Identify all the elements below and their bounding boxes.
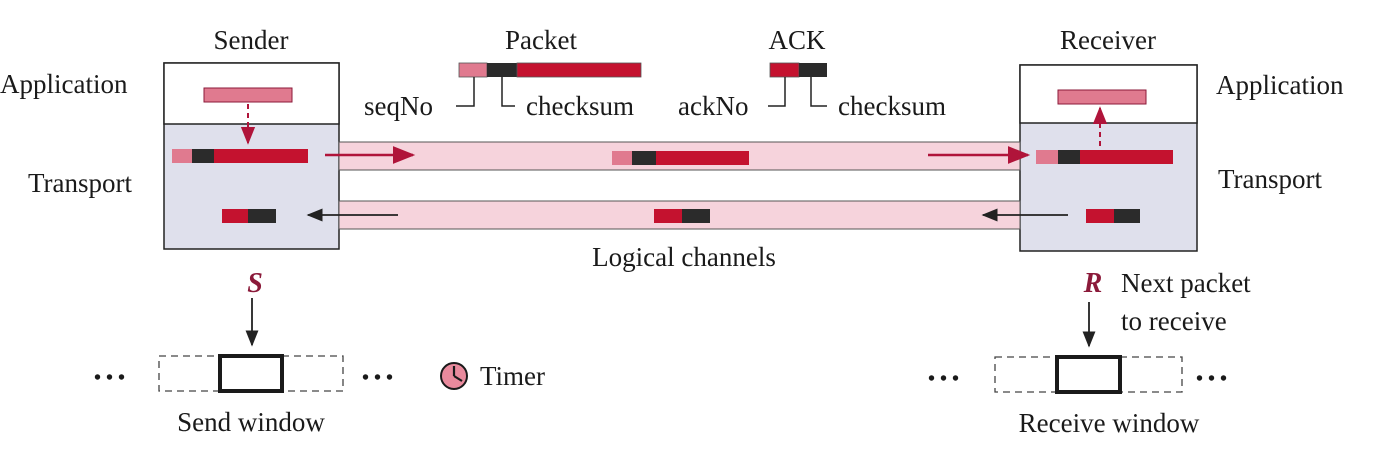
seqno-label: seqNo <box>364 91 433 121</box>
receiver-label: Receiver <box>1060 25 1156 55</box>
channel-packet <box>612 151 749 165</box>
receiver-packet <box>1036 150 1173 164</box>
transport-label-left: Transport <box>28 168 133 198</box>
send-window <box>158 354 344 393</box>
transport-label-right: Transport <box>1218 164 1323 194</box>
ack-label: ACK <box>768 25 826 55</box>
receive-window-dots-left: • • • <box>928 368 959 390</box>
application-label-left: Application <box>0 69 128 99</box>
application-label-right: Application <box>1216 70 1344 100</box>
send-window-label: Send window <box>177 407 325 437</box>
ack-format <box>768 62 827 107</box>
send-base-variable: S <box>247 268 263 299</box>
receive-window <box>994 355 1183 394</box>
sender-app-data <box>203 87 293 103</box>
next-packet-label-line2: to receive <box>1121 306 1227 336</box>
packet-format <box>456 62 642 107</box>
sender-label: Sender <box>214 25 289 55</box>
receive-window-dots-right: • • • <box>1196 368 1227 390</box>
ack-checksum-label: checksum <box>838 91 946 121</box>
logical-channels-label: Logical channels <box>592 242 776 272</box>
ackno-label: ackNo <box>678 91 748 121</box>
receive-window-label: Receive window <box>1019 408 1200 438</box>
send-window-dots-left: • • • <box>94 367 125 389</box>
send-window-dots-right: • • • <box>362 367 393 389</box>
packet-label: Packet <box>505 25 577 55</box>
channel-ack <box>654 209 710 223</box>
receive-base-variable: R <box>1083 268 1103 299</box>
sender-ack <box>222 209 276 223</box>
timer-label: Timer <box>480 361 545 391</box>
receiver-app-data <box>1057 89 1147 105</box>
timer-icon <box>440 362 468 390</box>
packet-checksum-label: checksum <box>526 91 634 121</box>
receiver-ack <box>1086 209 1140 223</box>
next-packet-label-line1: Next packet <box>1121 268 1251 298</box>
sender-packet <box>172 149 308 163</box>
